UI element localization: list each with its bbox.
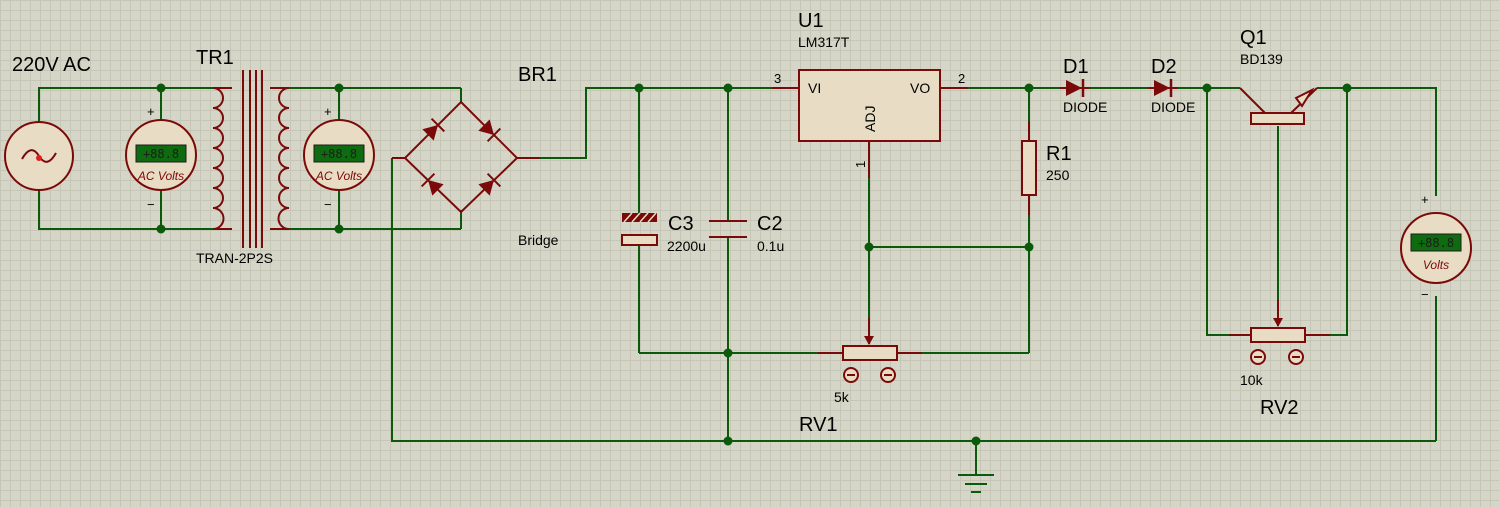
meter-plus: +: [324, 104, 332, 119]
bridge-rectifier-icon: [392, 100, 540, 214]
c3-ref: C3: [668, 213, 694, 235]
meter-label: AC Volts: [137, 169, 184, 183]
junction-dot: [723, 348, 733, 358]
bridge-rectifier-br1[interactable]: [392, 100, 540, 214]
u1-pin-vo: VO: [910, 80, 930, 96]
meter-minus: −: [147, 197, 155, 212]
transistor-q1[interactable]: [1239, 87, 1318, 125]
meter-label: Volts: [1423, 258, 1449, 272]
u1-pin1-number: 1: [853, 161, 868, 168]
rv1-ref: RV1: [799, 414, 838, 436]
d2-ref: D2: [1151, 56, 1177, 78]
wire: [38, 190, 232, 230]
wire: [1330, 88, 1348, 336]
meter-plus: +: [1421, 192, 1429, 207]
diode-d2[interactable]: [1148, 79, 1178, 97]
meter-label: AC Volts: [315, 169, 362, 183]
junction-dot: [1202, 83, 1212, 93]
resistor-icon: [1021, 140, 1037, 196]
meter-reading: +88.8: [1418, 236, 1454, 250]
u1-ref: U1: [798, 10, 824, 32]
meter-reading: +88.8: [321, 147, 357, 161]
diode-d1[interactable]: [1060, 79, 1090, 97]
q1-value: BD139: [1240, 51, 1283, 67]
potentiometer-icon: [818, 318, 922, 361]
ac-source-label: 220V AC: [12, 54, 91, 76]
potentiometer-rv2[interactable]: [1229, 300, 1330, 365]
regulator-body: [798, 69, 941, 142]
tr1-ref: TR1: [196, 47, 234, 69]
increment-knob[interactable]: [880, 367, 896, 383]
junctions: [156, 83, 1352, 446]
ground-icon: [958, 474, 994, 493]
junction-dot: [1024, 242, 1034, 252]
decrement-knob[interactable]: [1250, 349, 1266, 365]
junction-dot: [334, 83, 344, 93]
junction-dot: [864, 242, 874, 252]
tr1-value: TRAN-2P2S: [196, 250, 273, 266]
u1-pin2-number: 2: [958, 71, 965, 86]
capacitor-c2[interactable]: [709, 220, 747, 238]
decrement-knob[interactable]: [843, 367, 859, 383]
rv1-value: 5k: [834, 389, 850, 405]
ac-source[interactable]: [4, 121, 74, 191]
junction-dot: [723, 436, 733, 446]
junction-dot: [334, 224, 344, 234]
wire: [1317, 87, 1437, 196]
junction-dot: [156, 83, 166, 93]
electrolytic-capacitor-icon: [621, 212, 658, 246]
capacitor-c3[interactable]: [621, 212, 658, 246]
transistor-icon: [1239, 87, 1318, 125]
d1-value: DIODE: [1063, 99, 1107, 115]
wire: [540, 87, 772, 159]
wire: [38, 87, 232, 122]
junction-dot: [634, 83, 644, 93]
transformer-tr1[interactable]: [212, 70, 290, 248]
junction-dot: [971, 436, 981, 446]
diode-icon: [1148, 79, 1178, 97]
junction-dot: [723, 83, 733, 93]
meter-plus: +: [147, 104, 155, 119]
meter-reading: +88.8: [143, 147, 179, 161]
junction-dot: [156, 224, 166, 234]
resistor-r1[interactable]: [1021, 121, 1037, 215]
rv2-value: 10k: [1240, 372, 1264, 388]
u1-pin-adj: ADJ: [862, 106, 878, 132]
potentiometer-icon: [1229, 300, 1330, 343]
ground-symbol: [958, 474, 994, 493]
potentiometer-rv1[interactable]: [818, 318, 922, 383]
u1-pin3-number: 3: [774, 71, 781, 86]
junction-dot: [1342, 83, 1352, 93]
voltmeter-dc[interactable]: +88.8 Volts + −: [1400, 192, 1472, 302]
regulator-u1[interactable]: VI VO ADJ 3 2 1: [772, 69, 968, 178]
q1-ref: Q1: [1240, 27, 1267, 49]
r1-ref: R1: [1046, 143, 1072, 165]
voltmeter-ac-1[interactable]: +88.8 AC Volts + −: [125, 104, 197, 212]
meter-minus: −: [324, 197, 332, 212]
transformer-icon: [212, 70, 290, 248]
br1-ref: BR1: [518, 64, 557, 86]
wires: [38, 87, 1437, 474]
c2-value: 0.1u: [757, 238, 784, 254]
wire: [391, 158, 1436, 442]
meter-minus: −: [1421, 287, 1429, 302]
c3-value: 2200u: [667, 238, 706, 254]
junction-dot: [1024, 83, 1034, 93]
d2-value: DIODE: [1151, 99, 1195, 115]
capacitor-icon: [709, 220, 747, 238]
br1-value: Bridge: [518, 232, 559, 248]
u1-pin-vi: VI: [808, 80, 821, 96]
diode-icon: [1060, 79, 1090, 97]
voltmeter-ac-2[interactable]: +88.8 AC Volts + −: [303, 104, 375, 212]
r1-value: 250: [1046, 167, 1070, 183]
increment-knob[interactable]: [1288, 349, 1304, 365]
rv2-ref: RV2: [1260, 397, 1299, 419]
d1-ref: D1: [1063, 56, 1089, 78]
u1-value: LM317T: [798, 34, 850, 50]
wire: [1206, 88, 1229, 336]
c2-ref: C2: [757, 213, 783, 235]
